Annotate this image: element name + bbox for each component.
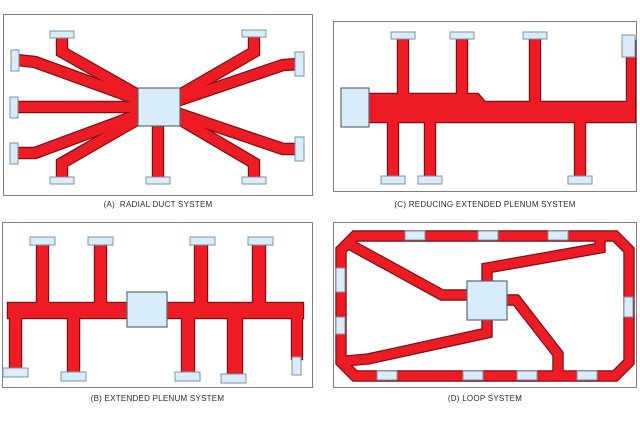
radial-ducts [16,36,300,178]
air-handling-unit [466,280,508,321]
register [9,96,19,119]
register [516,370,538,381]
register [87,236,114,246]
branch-duct [68,318,79,376]
register [404,230,426,241]
register [174,371,201,382]
register [9,142,19,165]
register [380,175,406,185]
register [449,31,475,40]
register [291,356,302,376]
branch-duct [37,241,48,303]
panel-b-caption: (B) EXTENDED PLENUM SYSTEM [90,394,225,403]
register [567,175,593,185]
branch-duct [228,318,242,378]
panel-d-caption: (D) LOOP SYSTEM [447,394,523,403]
plenum-registers [380,31,636,185]
branch-duct [10,318,21,372]
register [145,176,171,185]
register [49,30,75,39]
plenum-ducts [369,36,635,179]
branch-duct [457,36,467,94]
register [335,267,346,293]
feeder-duct [482,235,605,284]
panel-d-loop-diagram [333,222,637,388]
panel-b-extended-plenum-diagram [2,222,313,388]
register [29,236,56,246]
branch-duct [195,241,207,303]
register [220,373,247,384]
register [294,51,305,77]
feeder-duct [503,295,563,377]
branch-duct [292,318,302,359]
register [621,34,636,58]
branch-duct [388,122,398,179]
register [241,29,267,38]
feeder-duct [346,240,473,300]
air-handling-unit [137,87,181,127]
radial-registers [9,29,305,185]
register [576,370,598,381]
loop-registers [335,230,634,381]
branch-duct [398,36,408,94]
panel-c-reducing-plenum-diagram [333,21,637,192]
register [335,316,346,335]
register [49,176,75,185]
air-handling-unit [340,87,370,128]
register [60,371,87,382]
branch-duct [425,122,435,179]
register [477,230,499,241]
register [241,176,267,185]
plenum-registers [2,236,302,384]
register [547,230,569,241]
reducing-trunk-duct [369,41,635,122]
register [189,236,216,246]
branch-duct [530,36,540,102]
air-handling-unit [126,291,168,328]
register [417,175,443,185]
register [522,31,548,40]
panel-c-caption: (C) REDUCING EXTENDED PLENUM SYSTEM [394,200,576,209]
plenum-ducts [8,241,303,378]
register [376,370,398,381]
branch-duct [253,241,265,303]
panel-a-radial-duct-diagram [3,14,313,196]
register [10,49,20,72]
register [247,236,274,246]
register [294,136,305,162]
branch-duct [95,241,106,303]
register [462,370,484,381]
register [390,31,416,40]
register [2,367,29,378]
feeder-duct [344,318,492,366]
branch-duct [575,122,585,179]
branch-duct [182,318,194,376]
register [623,296,634,318]
panel-a-caption: (A) RADIAL DUCT SYSTEM [103,200,213,209]
